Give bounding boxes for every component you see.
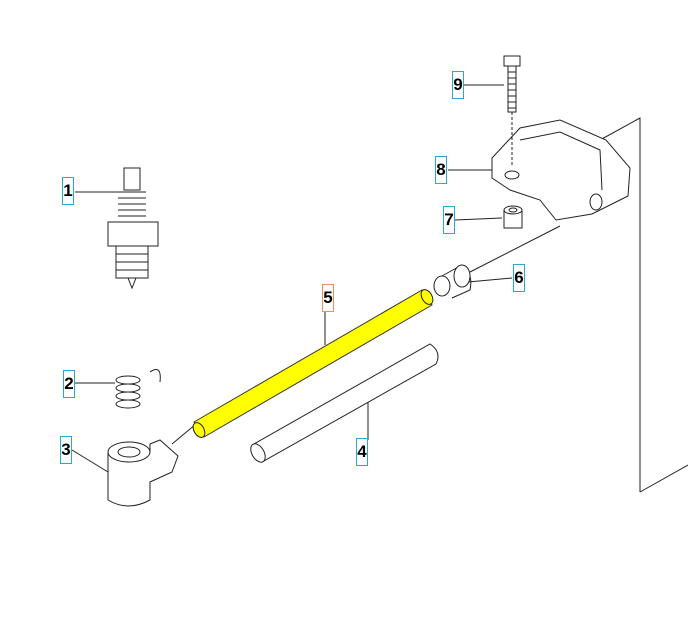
screw xyxy=(503,55,521,165)
callout-4[interactable]: 4 xyxy=(356,438,368,466)
callout-1[interactable]: 1 xyxy=(62,177,74,205)
callout-7[interactable]: 7 xyxy=(443,206,455,234)
callout-8[interactable]: 8 xyxy=(435,156,447,184)
spacer xyxy=(503,205,523,229)
engine-housing xyxy=(599,117,688,493)
callout-2[interactable]: 2 xyxy=(63,370,75,398)
callout-6[interactable]: 6 xyxy=(513,264,525,292)
grommet xyxy=(433,225,561,299)
callout-9[interactable]: 9 xyxy=(452,71,464,99)
spark-plug-boot xyxy=(107,423,197,507)
ignition-lead-highlighted xyxy=(192,289,434,438)
spark-plug xyxy=(107,167,159,290)
spring xyxy=(115,369,161,409)
callout-3[interactable]: 3 xyxy=(60,436,72,464)
ignition-module xyxy=(491,119,631,221)
callout-5[interactable]: 5 xyxy=(322,284,334,312)
protective-hose xyxy=(250,343,439,463)
leader-lines xyxy=(71,84,513,473)
